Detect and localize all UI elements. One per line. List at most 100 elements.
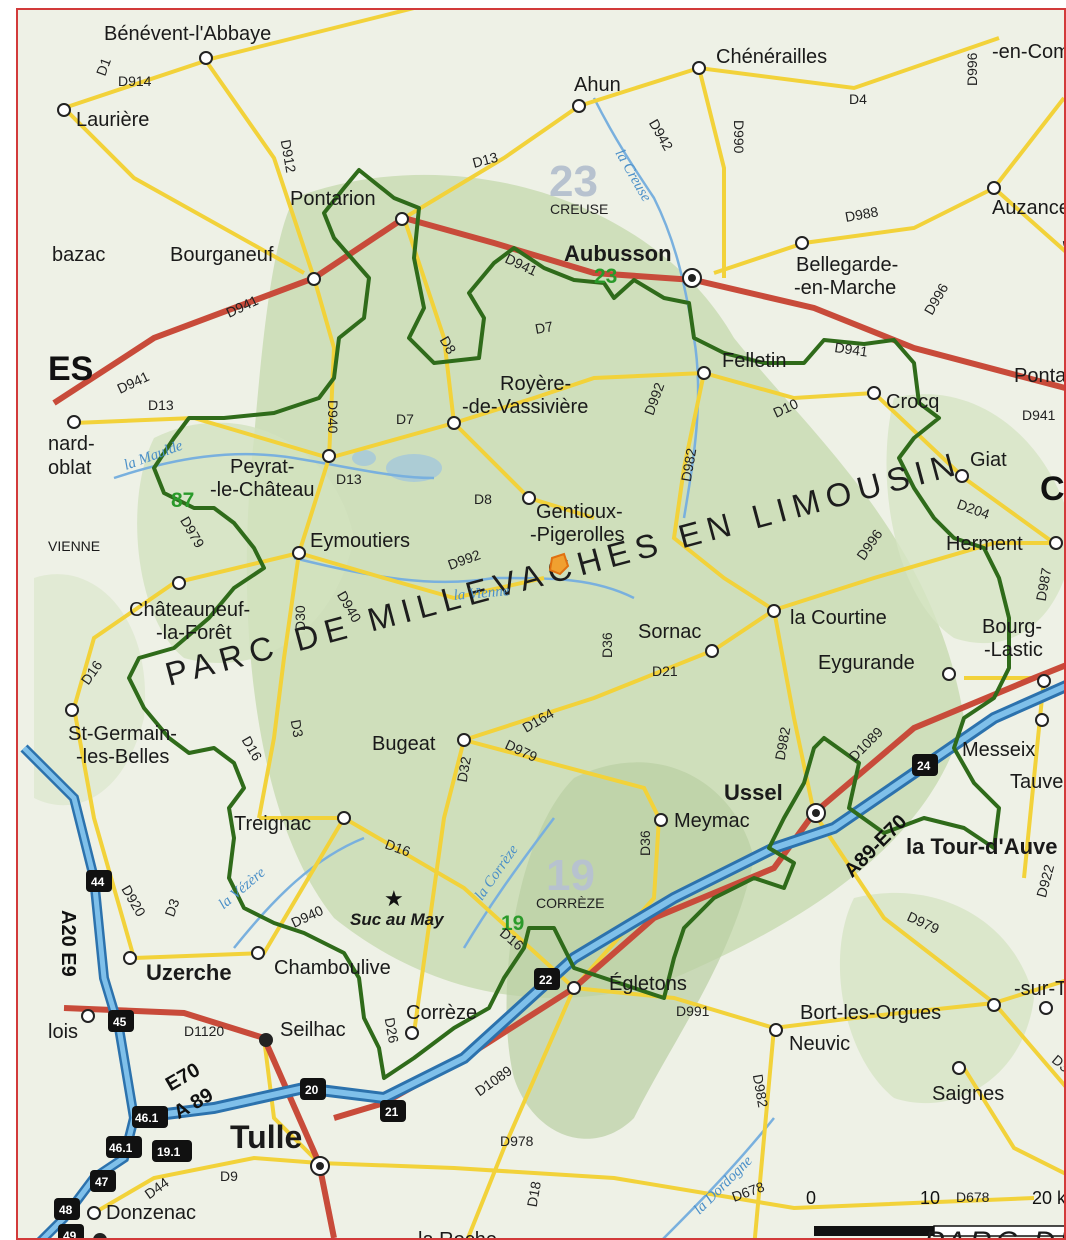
green-marker-19: 19	[501, 912, 524, 935]
exit-badges: 44 45 20 21 22 24 46.1 46.1 19.1 47 48 4…	[54, 754, 938, 1240]
town-tauves: Tauves	[1010, 771, 1066, 793]
road-label: D912	[278, 138, 300, 174]
road-label: D988	[844, 203, 880, 225]
town-bourg-lastic-1: Bourg-	[982, 616, 1042, 638]
road-label: D36	[599, 632, 615, 658]
park-boundary	[127, 168, 1011, 1080]
town-bourganeuf: Bourganeuf	[170, 244, 274, 266]
road-label: D8	[474, 491, 492, 507]
town-giat: Giat	[970, 449, 1007, 471]
scale-end: 20 km	[1032, 1188, 1066, 1208]
town-chamboulive: Chamboulive	[274, 957, 391, 979]
town-egletons: Égletons	[609, 972, 687, 995]
town-auzances: Auzances	[992, 197, 1066, 219]
road-label: D21	[652, 663, 678, 679]
town-gentioux-2: -Pigerolles	[530, 524, 624, 546]
road-label: D36	[637, 830, 653, 856]
town-lauriere: Laurière	[76, 109, 149, 131]
exit-47: 47	[95, 1175, 109, 1189]
green-marker-87: 87	[171, 489, 194, 512]
road-label: D941	[834, 339, 870, 360]
town-bazac: bazac	[52, 244, 105, 266]
bottom-park-label: PARC DES	[924, 1226, 1066, 1240]
road-label: D30	[292, 605, 308, 631]
road-label: D1120	[184, 1023, 224, 1039]
town-bort-les-orgues: Bort-les-Orgues	[800, 1002, 941, 1024]
exit-46-1-a: 46.1	[135, 1111, 159, 1125]
scale-mid: 10	[920, 1188, 940, 1208]
road-label: D3	[161, 896, 182, 918]
town-messeix: Messeix	[962, 739, 1035, 761]
town-royere-1: Royère-	[500, 373, 571, 395]
town-lois: lois	[48, 1021, 78, 1043]
town-markers	[57, 51, 1063, 1220]
road-label: D13	[148, 397, 174, 413]
town-bellegarde-1: Bellegarde-	[796, 254, 898, 276]
town-bugeat: Bugeat	[372, 733, 436, 755]
exit-44: 44	[91, 875, 105, 889]
town-peyrat-2: -le-Château	[210, 479, 315, 501]
town-treignac: Treignac	[234, 813, 311, 835]
road-label: D996	[964, 52, 980, 86]
exit-19-1: 19.1	[157, 1145, 181, 1159]
road-label: D13	[336, 471, 362, 487]
town-labels: Bénévent-l'Abbaye Chénérailles -en-Combr…	[48, 23, 1066, 1240]
road-label: D13	[471, 149, 500, 171]
dept-name-correze: CORRÈZE	[536, 895, 604, 911]
town-bellegarde-2: -en-Marche	[794, 277, 896, 299]
orange-lake-marker	[548, 552, 570, 576]
dept-vienne: VIENNE	[48, 538, 100, 554]
town-eygurande: Eygurande	[818, 652, 915, 674]
town-tulle: Tulle	[230, 1119, 302, 1155]
town-sur-tar: -sur-Tar	[1014, 978, 1066, 1000]
road-label: D982	[750, 1073, 772, 1109]
dept-number-correze: 19	[546, 851, 595, 900]
town-eymoutiers: Eymoutiers	[310, 530, 410, 552]
town-bernard-2: oblat	[48, 457, 92, 479]
road-label: D987	[1033, 566, 1055, 602]
road-label: D914	[118, 73, 152, 89]
exit-45: 45	[113, 1015, 127, 1029]
town-bourg-lastic-2: -Lastic	[984, 639, 1043, 661]
town-bernard-1: nard-	[48, 433, 95, 455]
road-label: D7	[534, 318, 555, 337]
motorway-label-a20-e9: A20 E9	[57, 910, 79, 977]
map-canvas[interactable]: 23 CREUSE 19 CORRÈZE PARC DE MILLEVACHES…	[18, 10, 1066, 1240]
summit-star-icon: ★	[384, 887, 404, 912]
town-crocq: Crocq	[886, 391, 939, 413]
town-chenerailles: Chénérailles	[716, 46, 827, 68]
town-combraille: -en-Combr	[992, 41, 1066, 63]
town-felletin: Felletin	[722, 350, 786, 372]
town-ussel: Ussel	[724, 780, 783, 805]
town-chateauneuf-1: Châteauneuf-	[129, 599, 250, 621]
town-pontaumur: Pontaum	[1014, 365, 1066, 387]
map-frame[interactable]: 23 CREUSE 19 CORRÈZE PARC DE MILLEVACHES…	[16, 8, 1066, 1240]
road-label: D678	[956, 1189, 990, 1205]
road-label: D940	[325, 400, 341, 434]
exit-49: 49	[63, 1229, 77, 1240]
town-peyrat-1: Peyrat-	[230, 456, 294, 478]
road-label: D8	[437, 333, 460, 357]
river-label-vienne: la Vienne	[453, 583, 510, 604]
road-label: D4	[1060, 238, 1066, 259]
road-label: D3	[288, 718, 307, 739]
town-herment: Herment	[946, 533, 1023, 555]
road-label: D26	[382, 1016, 402, 1044]
town-donzenac: Donzenac	[106, 1202, 196, 1224]
town-st-germain-2: -les-Belles	[76, 746, 169, 768]
town-sornac: Sornac	[638, 621, 701, 643]
road-label: D990	[731, 120, 747, 154]
road-label: D18	[524, 1180, 544, 1208]
road-label: D4	[849, 91, 867, 107]
green-marker-23: 23	[594, 265, 617, 288]
town-saignes: Saignes	[932, 1083, 1004, 1105]
town-meymac: Meymac	[674, 810, 750, 832]
town-la-courtine: la Courtine	[790, 607, 887, 629]
road-label: D978	[500, 1133, 534, 1149]
road-label: D941	[1022, 407, 1056, 423]
town-seilhac: Seilhac	[280, 1019, 346, 1041]
scale-bar: 0 10 20 km	[806, 1188, 1066, 1237]
town-la-roche: la Roche-	[418, 1229, 504, 1240]
town-ahun: Ahun	[574, 74, 621, 96]
road-label: D982	[772, 725, 794, 761]
